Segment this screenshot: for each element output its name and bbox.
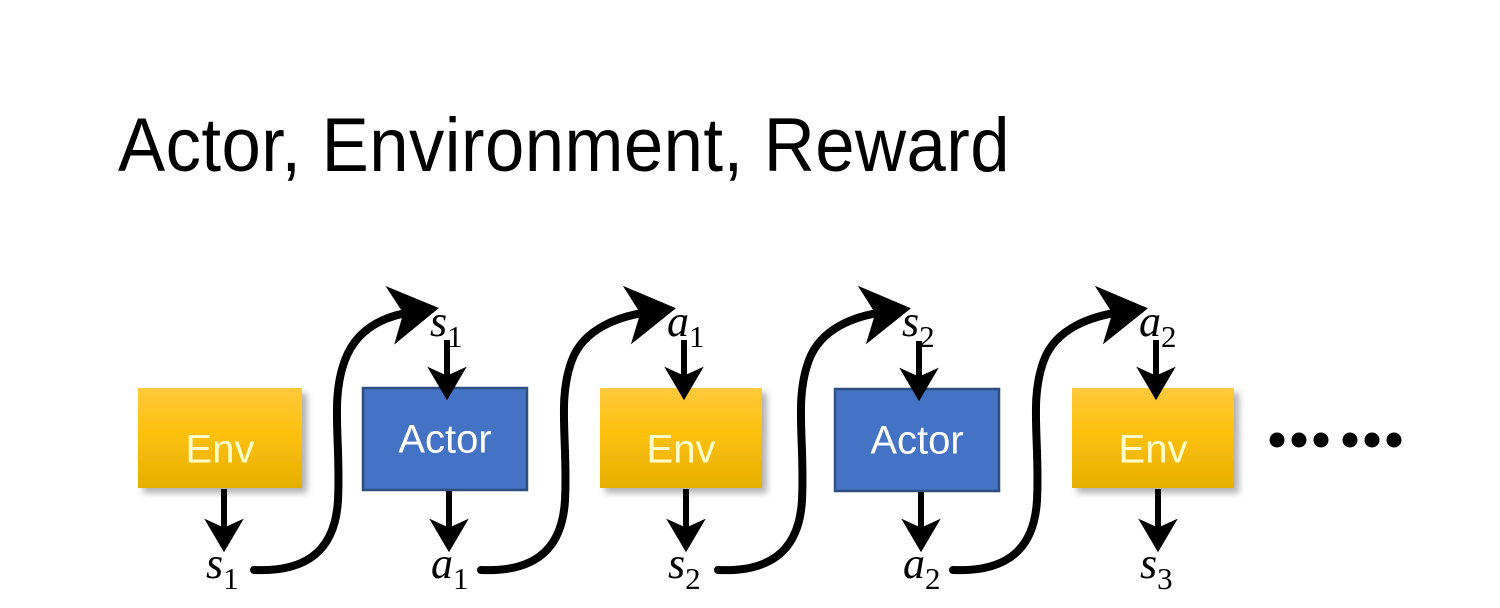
actor1-label: Actor bbox=[398, 418, 491, 462]
box-actor2[interactable]: Actor bbox=[833, 387, 1001, 493]
bottom-label-a2: a2 bbox=[903, 539, 941, 596]
ellipsis-dot-2 bbox=[1291, 432, 1307, 448]
actor2-label: Actor bbox=[870, 419, 963, 463]
ellipsis-dot-5 bbox=[1364, 432, 1380, 448]
box-env2[interactable]: Env bbox=[600, 388, 762, 488]
env3-label: Env bbox=[1119, 428, 1188, 472]
curve-a2-to-env3 bbox=[949, 285, 1148, 575]
ellipsis-dot-6 bbox=[1386, 432, 1402, 448]
actor2-shape bbox=[833, 387, 1001, 493]
actor1-shape bbox=[361, 386, 529, 492]
diagram-boxes: Env Actor Env Actor Env bbox=[138, 386, 1234, 493]
ellipsis-dot-3 bbox=[1313, 432, 1329, 448]
page-title: Actor, Environment, Reward bbox=[118, 103, 1011, 188]
box-env1[interactable]: Env bbox=[138, 388, 302, 488]
ellipsis-dot-4 bbox=[1342, 432, 1358, 448]
env1-label: Env bbox=[186, 428, 255, 472]
ellipsis-dot-1 bbox=[1269, 432, 1285, 448]
bottom-label-s1: s1 bbox=[206, 539, 239, 596]
curve-s2-to-actor2 bbox=[714, 285, 911, 575]
top-label-s1: s1 bbox=[430, 297, 463, 354]
env2-label: Env bbox=[647, 428, 716, 472]
env1-shape bbox=[138, 388, 302, 488]
bottom-label-s3: s3 bbox=[1140, 539, 1173, 596]
top-label-a1: a1 bbox=[667, 297, 705, 354]
env2-shape bbox=[600, 388, 762, 488]
top-label-a2: a2 bbox=[1139, 297, 1177, 354]
down-arrows-into-boxes bbox=[427, 340, 1176, 402]
curve-a1-to-env2 bbox=[477, 285, 676, 575]
bottom-label-s2: s2 bbox=[668, 539, 701, 596]
bottom-math-labels: s1 a1 s2 a2 s3 bbox=[206, 539, 1173, 596]
top-math-labels: s1 a1 s2 a2 bbox=[430, 297, 1177, 354]
down-arrows-out-of-boxes bbox=[204, 489, 1178, 553]
connector-curves bbox=[250, 285, 1148, 575]
env3-shape bbox=[1072, 388, 1234, 488]
box-env3[interactable]: Env bbox=[1072, 388, 1234, 488]
top-label-s2: s2 bbox=[902, 297, 935, 354]
box-actor1[interactable]: Actor bbox=[361, 386, 529, 492]
curve-s1-to-actor1 bbox=[250, 286, 439, 575]
bottom-label-a1: a1 bbox=[431, 539, 469, 596]
ellipsis-dots bbox=[1269, 432, 1402, 448]
